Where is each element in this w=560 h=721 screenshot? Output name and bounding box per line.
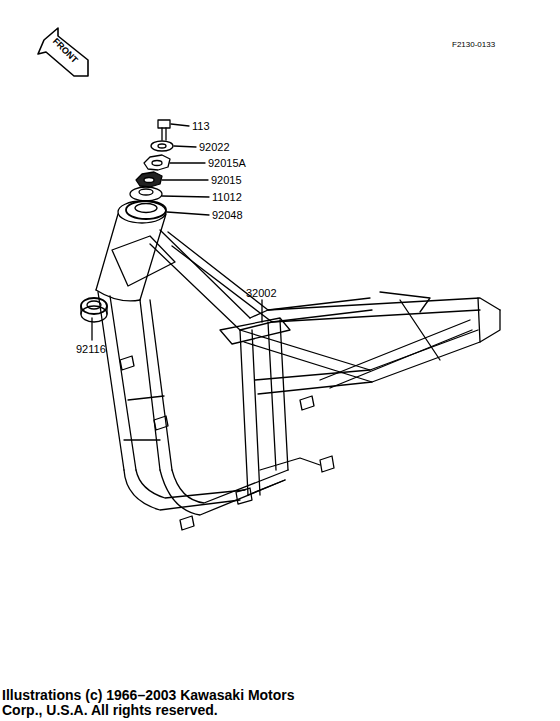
callout-number: 92116 xyxy=(76,343,106,355)
callout-number: 92048 xyxy=(212,209,243,221)
callout-number: 11012 xyxy=(212,191,242,203)
callout-number: 113 xyxy=(192,120,210,132)
callout-number: 92015A xyxy=(208,157,246,169)
copyright-note: Illustrations (c) 1966–2003 Kawasaki Mot… xyxy=(2,688,302,718)
callout-number: 92015 xyxy=(211,174,242,186)
figure-number: F2130-0133 xyxy=(452,40,495,49)
callout-number: 92022 xyxy=(199,141,230,153)
callout-number: 32002 xyxy=(246,287,277,299)
